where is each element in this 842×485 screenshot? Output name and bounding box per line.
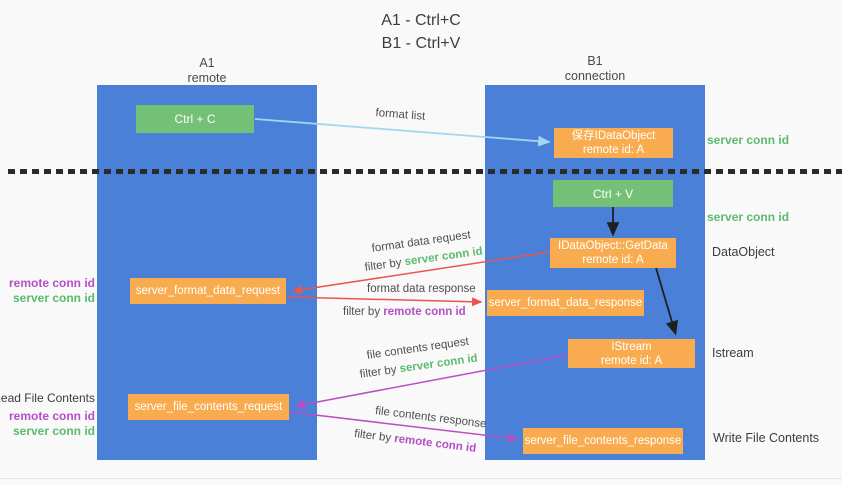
- column-header-b1: B1 connection: [485, 54, 705, 83]
- column-header-a1: A1 remote: [97, 56, 317, 85]
- remote-conn-id-text: remote conn id: [8, 276, 95, 290]
- node-server-format-data-request: server_format_data_request: [130, 278, 286, 304]
- annotation-write-file-contents: Write File Contents: [713, 431, 820, 445]
- column-b1-name: B1: [587, 54, 603, 68]
- column-a1-role: remote: [187, 70, 227, 85]
- phase-separator-dotted-line: [8, 169, 842, 174]
- label-filter-by-remote-1: filter by remote conn id: [343, 306, 466, 318]
- bottom-edge-line: [0, 478, 842, 479]
- annotation-server-conn-id-top: server conn id: [707, 133, 790, 147]
- filter-by-text: filter by: [359, 363, 398, 381]
- node-ctrl-v: Ctrl + V: [553, 180, 673, 207]
- label-file-contents-response: file contents response: [374, 405, 488, 431]
- node-istream-line1: IStream: [611, 340, 652, 353]
- annotation-conn-ids-file: remote conn id server conn id: [9, 409, 95, 438]
- node-istream: IStream remote id: A: [568, 339, 695, 368]
- node-format-response-label: server_format_data_response: [488, 297, 643, 309]
- filter-by-text: filter by: [343, 306, 381, 318]
- annotation-dataobject: DataObject: [712, 245, 775, 259]
- label-filter-by-remote-2: filter by remote conn id: [354, 428, 477, 455]
- node-ctrl-v-label: Ctrl + V: [592, 186, 634, 201]
- filter-by-text: filter by: [364, 256, 403, 274]
- title-line-2: B1 - Ctrl+V: [381, 35, 461, 52]
- annotation-read-file-contents: Read File Contents: [0, 391, 95, 405]
- node-format-request-label: server_format_data_request: [135, 285, 281, 297]
- node-getdata-line1: IDataObject::GetData: [558, 240, 668, 252]
- node-file-response-label: server_file_contents_response: [524, 435, 682, 447]
- node-server-file-contents-request: server_file_contents_request: [128, 394, 289, 420]
- node-idataobject-getdata: IDataObject::GetData remote id: A: [550, 238, 676, 268]
- server-conn-id-text: server conn id: [398, 352, 479, 376]
- server-conn-id-text: server conn id: [12, 423, 95, 438]
- remote-conn-id-text: remote conn id: [8, 409, 95, 423]
- remote-conn-id-text: remote conn id: [393, 432, 477, 455]
- title-line-1: A1 - Ctrl+C: [381, 12, 461, 29]
- node-server-file-contents-response: server_file_contents_response: [523, 428, 683, 454]
- label-format-list: format list: [375, 107, 426, 123]
- node-file-request-label: server_file_contents_request: [134, 401, 283, 413]
- node-server-format-data-response: server_format_data_response: [487, 290, 644, 316]
- node-save-dataobject-line1: 保存IDataObject: [571, 130, 656, 142]
- node-save-dataobject: 保存IDataObject remote id: A: [554, 128, 673, 158]
- diagram-title: A1 - Ctrl+C B1 - Ctrl+V: [0, 9, 842, 55]
- node-save-dataobject-line2: remote id: A: [582, 144, 645, 156]
- node-getdata-line2: remote id: A: [582, 254, 644, 266]
- server-conn-id-text: server conn id: [403, 245, 484, 269]
- column-a1-name: A1: [199, 56, 215, 70]
- remote-conn-id-text: remote conn id: [383, 306, 466, 318]
- annotation-istream: Istream: [712, 346, 754, 360]
- node-ctrl-c-label: Ctrl + C: [174, 112, 216, 126]
- annotation-server-conn-id-mid: server conn id: [707, 210, 790, 224]
- server-conn-id-text: server conn id: [12, 290, 95, 305]
- annotation-conn-ids-format: remote conn id server conn id: [9, 276, 95, 305]
- column-b1-role: connection: [564, 68, 626, 83]
- node-istream-line2: remote id: A: [600, 354, 663, 367]
- label-format-data-response: format data response: [367, 283, 476, 295]
- filter-by-text: filter by: [353, 428, 392, 445]
- node-ctrl-c: Ctrl + C: [136, 105, 254, 133]
